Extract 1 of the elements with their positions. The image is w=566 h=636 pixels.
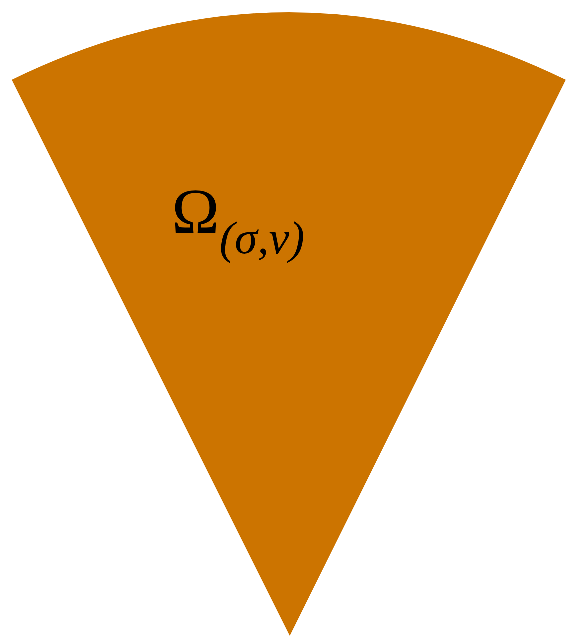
math-label: Ω$_{(σ,v)}$ — [172, 180, 305, 262]
